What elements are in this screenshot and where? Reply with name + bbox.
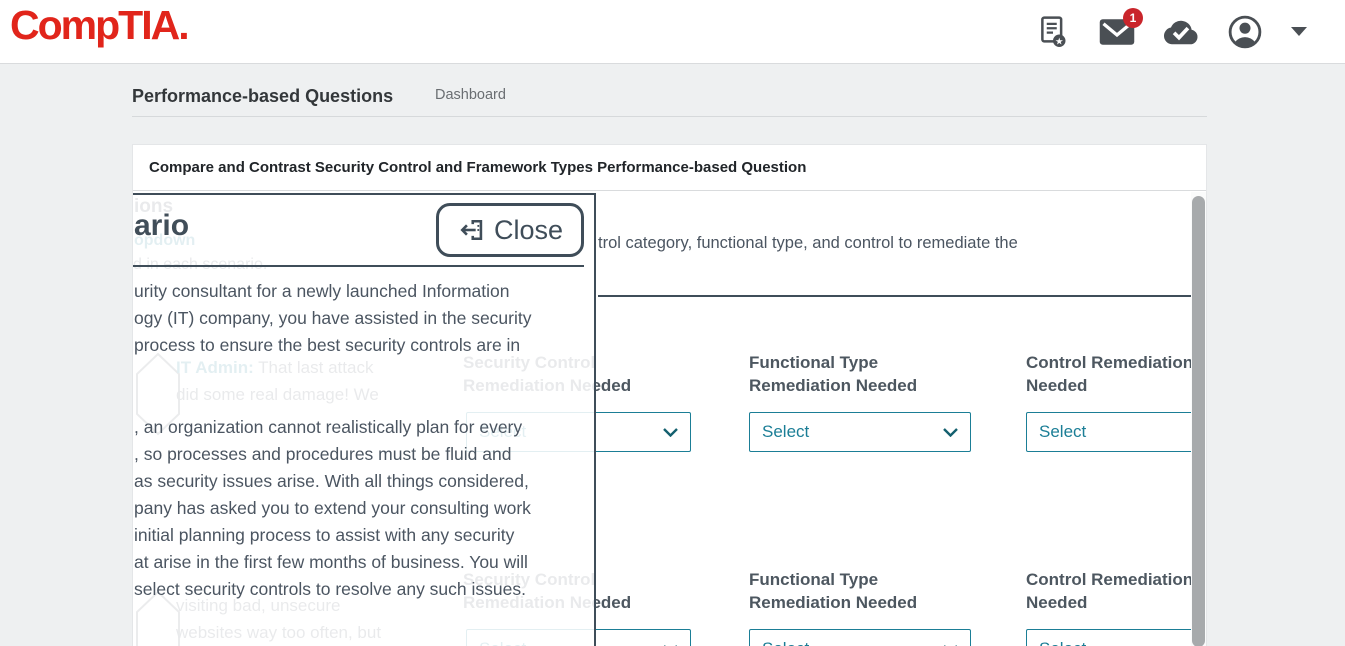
control-remediation-select[interactable]: Select — [1026, 412, 1192, 452]
close-button-label: Close — [494, 215, 563, 246]
col-header-functional-type: Functional TypeRemediation Needed — [749, 568, 917, 614]
chevron-down-icon — [943, 428, 958, 437]
comptia-logo[interactable]: CompTIA. — [10, 2, 188, 49]
mail-badge: 1 — [1123, 8, 1143, 28]
col-header-control-remediation: Control RemediationNeeded — [1026, 351, 1192, 397]
svg-text:★: ★ — [1055, 36, 1063, 46]
scenario-text-line: urity consultant for a newly launched In… — [134, 281, 509, 302]
page-title: Performance-based Questions — [132, 86, 393, 107]
scenario-text-line: at arise in the first few months of busi… — [134, 552, 528, 573]
scenario-modal-title: ario — [134, 209, 189, 243]
caret-down-icon[interactable] — [1289, 12, 1309, 52]
question-card-title: Compare and Contrast Security Control an… — [133, 145, 1206, 191]
scenario-text-line: select security controls to resolve any … — [134, 579, 526, 600]
scenario-text-line: , so processes and procedures must be fl… — [134, 444, 511, 465]
scenario-modal: ario Close urity consultant for a newly … — [133, 193, 596, 646]
control-remediation-select[interactable]: Select — [1026, 629, 1192, 646]
scenario-text-line: process to ensure the best security cont… — [134, 335, 520, 356]
instruction-text-fragment: trol category, functional type, and cont… — [598, 234, 1018, 253]
col-header-control-remediation: Control RemediationNeeded — [1026, 568, 1192, 614]
breadcrumb-divider — [132, 116, 1207, 117]
close-button[interactable]: Close — [436, 203, 584, 257]
top-header-bar: CompTIA. ★ 1 — [0, 0, 1345, 64]
question-panel: ions opdown d in each scenario. trol cat… — [133, 192, 1192, 646]
scenario-text-line: ogy (IT) company, you have assisted in t… — [134, 308, 532, 329]
panel-scrollbar-track[interactable] — [1191, 192, 1206, 646]
close-exit-icon — [457, 216, 485, 244]
user-icon[interactable] — [1225, 12, 1265, 52]
scenario-text-line: , an organization cannot realistically p… — [134, 417, 522, 438]
question-card: Compare and Contrast Security Control an… — [132, 144, 1207, 646]
cloud-check-icon[interactable] — [1161, 12, 1201, 52]
topbar-icon-group: ★ 1 — [1033, 0, 1309, 64]
panel-scrollbar-thumb[interactable] — [1192, 196, 1205, 646]
chevron-down-icon — [663, 428, 678, 437]
modal-title-divider — [133, 265, 584, 267]
form-divider — [598, 295, 1192, 297]
functional-type-select[interactable]: Select — [749, 629, 971, 646]
col-header-functional-type: Functional TypeRemediation Needed — [749, 351, 917, 397]
document-star-icon[interactable]: ★ — [1033, 12, 1073, 52]
scenario-text-line: initial planning process to assist with … — [134, 525, 514, 546]
functional-type-select[interactable]: Select — [749, 412, 971, 452]
envelope-icon[interactable]: 1 — [1097, 12, 1137, 52]
dashboard-link[interactable]: Dashboard — [435, 87, 506, 103]
scenario-text-line: as security issues arise. With all thing… — [134, 471, 529, 492]
scenario-text-line: pany has asked you to extend your consul… — [134, 498, 531, 519]
